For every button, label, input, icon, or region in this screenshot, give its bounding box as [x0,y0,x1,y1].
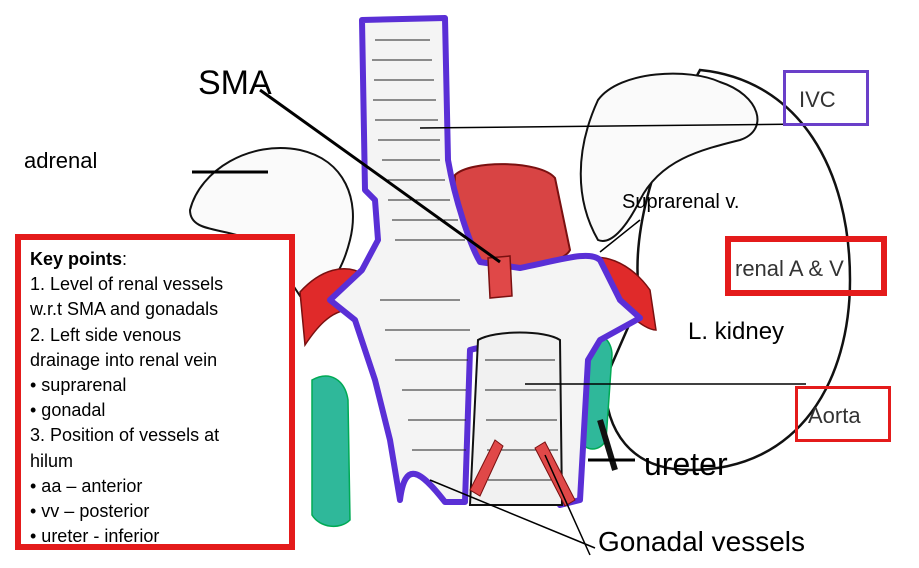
key-point-line: hilum [30,450,74,471]
pointer-lines [192,88,811,556]
ureter-line [597,419,618,471]
ureter-label: ureter [644,446,728,482]
kidney-outline [603,68,852,472]
ivc-striations [372,39,559,481]
sma-label: SMA [198,64,272,102]
adrenal-label: adrenal [24,148,98,173]
gonadal-vessel-left-green [311,375,351,527]
gonadal-vessels-label: Gonadal vessels [598,526,806,557]
gonadal-artery-right [534,441,576,507]
key-point-line: 2. Left side venous [30,324,182,345]
sma-stump [487,255,513,299]
key-point-line: 3. Position of vessels at [30,425,220,446]
key-point-line: • suprarenal [30,375,127,396]
aorta-label-box: Aorta [795,386,891,442]
ivc-label: IVC [799,87,836,112]
key-points-title: Key points: [30,249,128,269]
key-point-line: • ureter - inferior [30,526,160,547]
key-point-line: • vv – posterior [30,501,150,522]
suprarenal-v-label: Suprarenal v. [622,191,740,213]
key-point-line: • gonadal [30,400,106,421]
key-points-box: Key points: 1. Level of renal vessels w.… [15,234,295,550]
l-kidney-label: L. kidney [688,318,785,345]
gonadal-artery-left [469,439,504,497]
key-point-line: 1. Level of renal vessels [30,274,224,295]
ivc-label-box: IVC [783,70,869,126]
aorta-label: Aorta [808,403,861,428]
key-point-line: • aa – anterior [30,475,143,496]
renal-a-v-label: renal A & V [735,256,844,281]
key-point-line: w.r.t SMA and gonadals [30,299,219,320]
adrenal-gland-right [579,72,759,242]
renal-a-v-label-box: renal A & V [725,236,887,296]
key-point-line: drainage into renal vein [30,349,218,370]
